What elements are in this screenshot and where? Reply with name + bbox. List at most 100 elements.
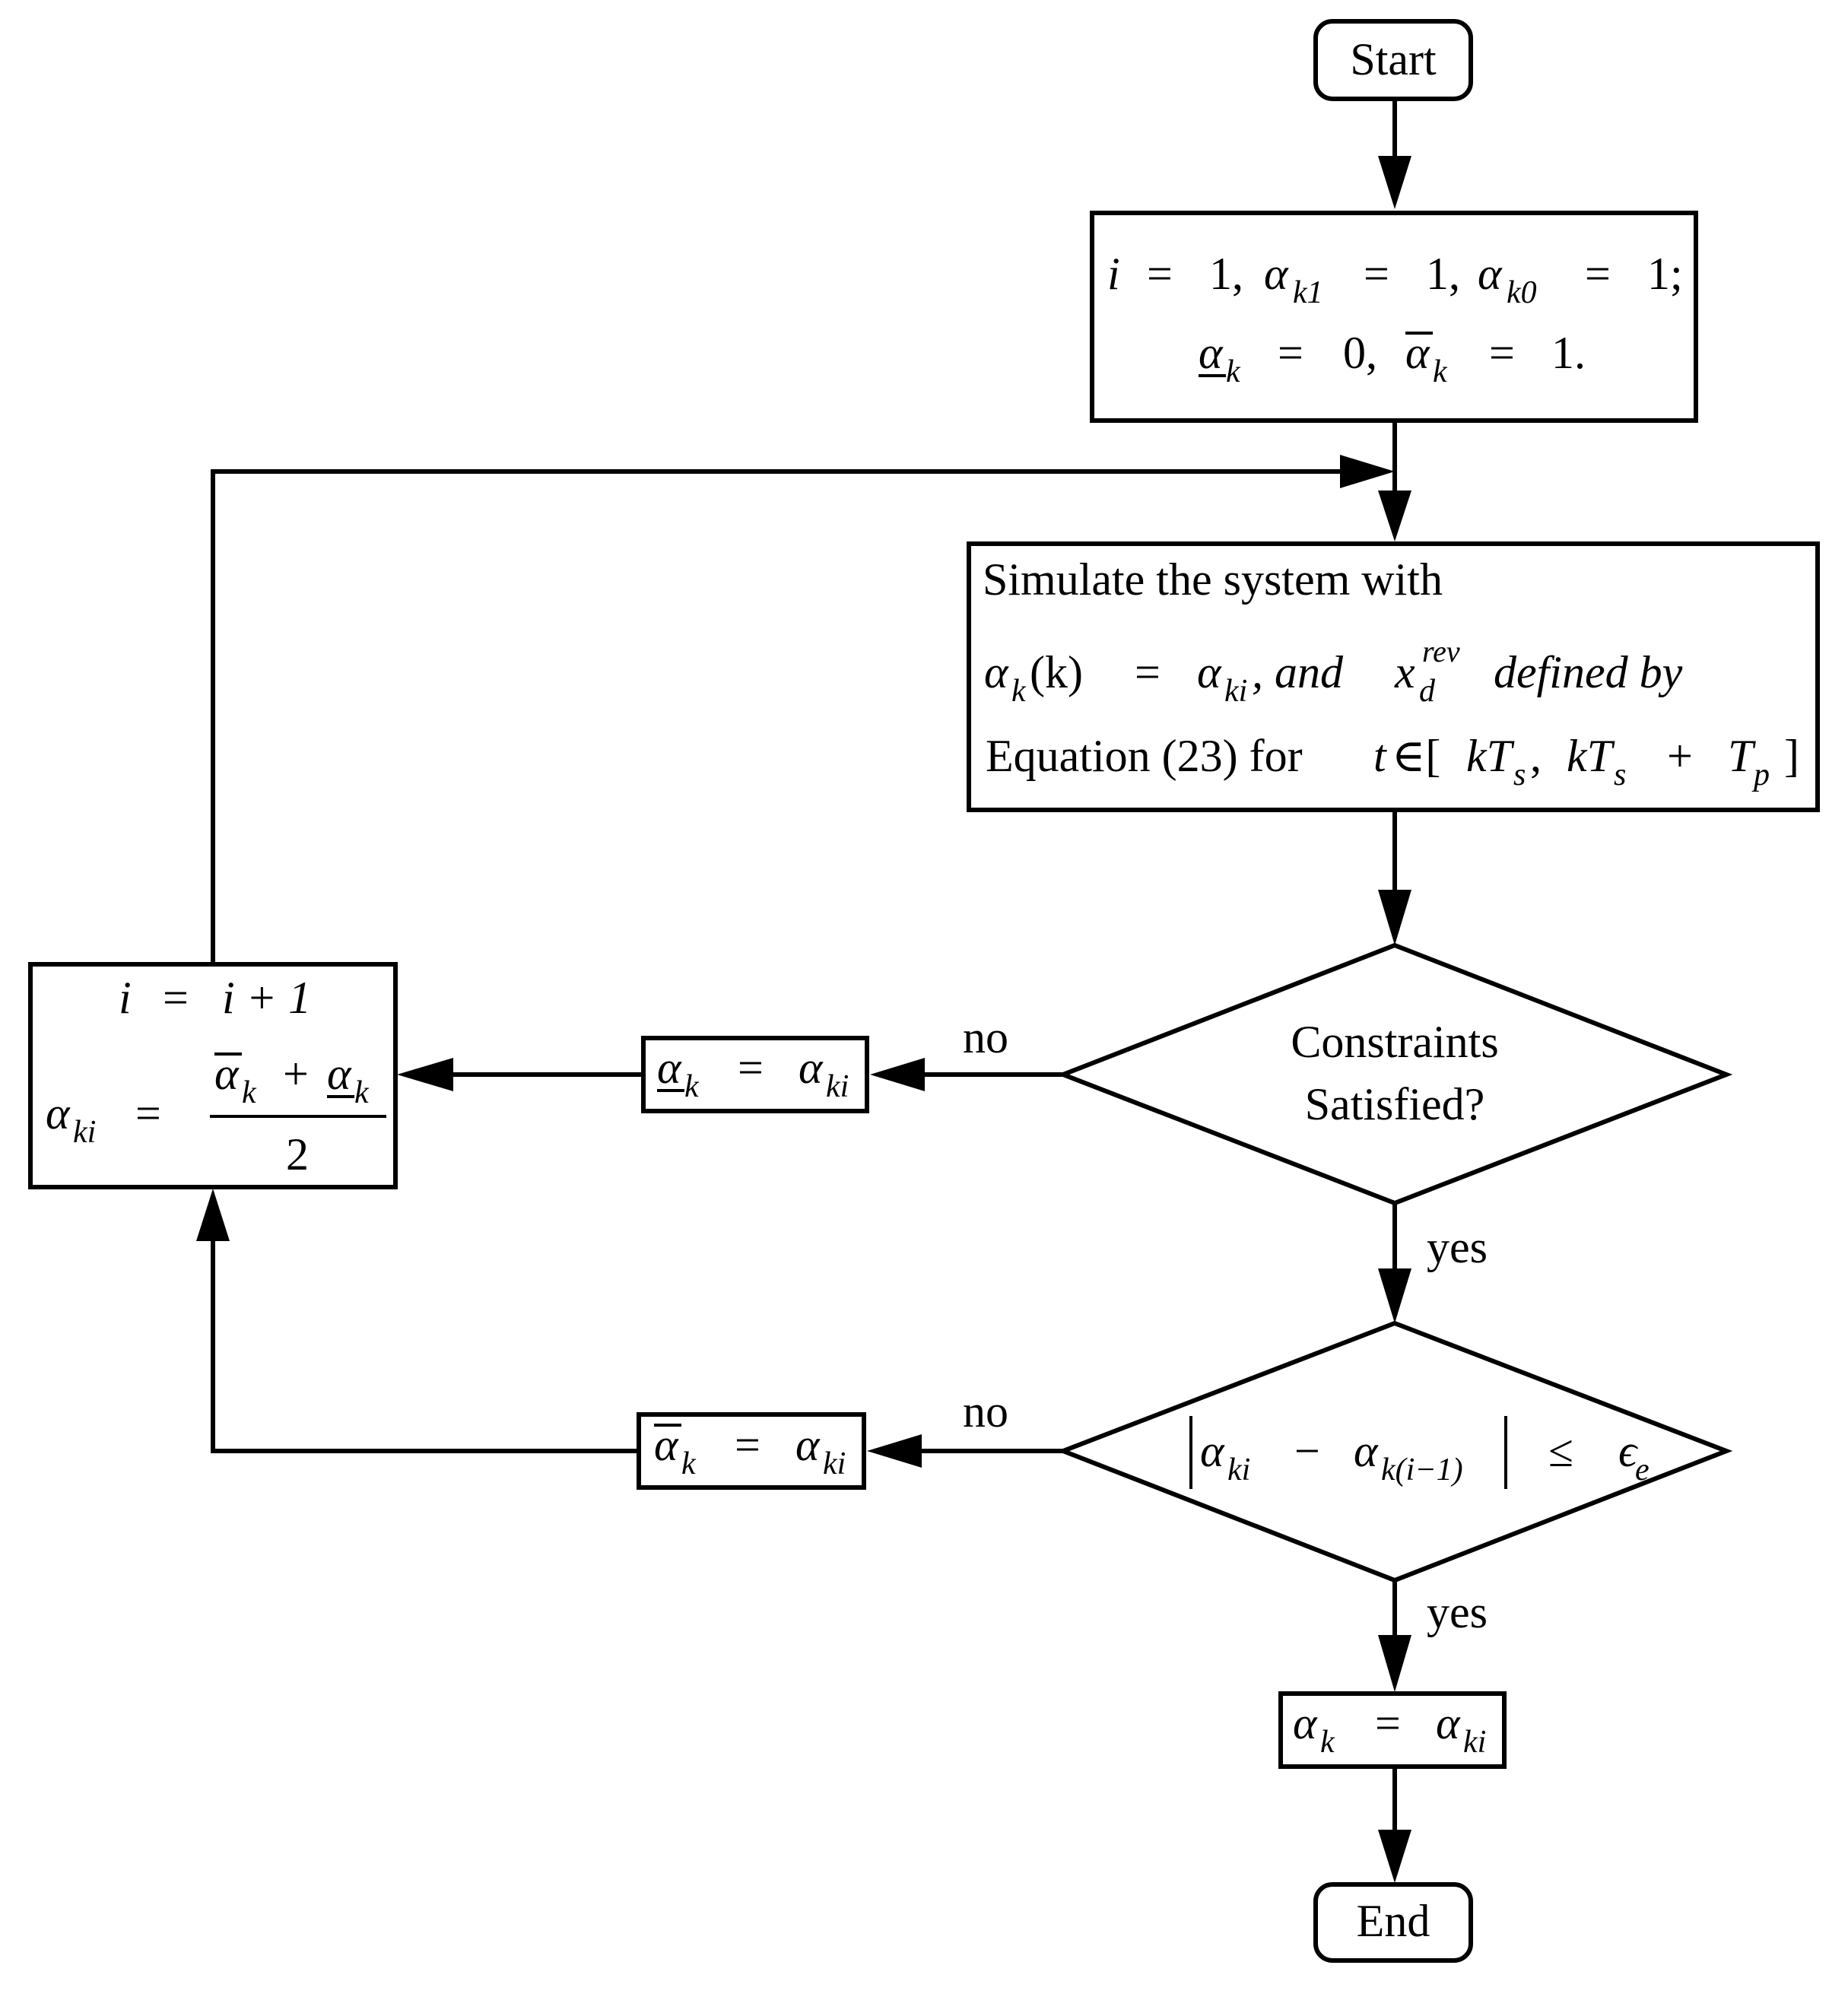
init-sub-k-lower: k — [1226, 354, 1241, 389]
init-alpha2: α — [1478, 249, 1503, 299]
connectors — [196, 99, 1411, 1883]
sim-arg: (k) — [1030, 647, 1083, 697]
init-sub-k-upper: k — [1433, 354, 1448, 389]
init-end: 1; — [1647, 249, 1683, 299]
iterate-line2: α ki = α k + α k 2 — [46, 1049, 386, 1179]
sim-sub-s1: s — [1513, 757, 1526, 792]
init-i: i — [1107, 249, 1120, 299]
d2-sub-e: e — [1635, 1453, 1650, 1487]
sim-alpha2: α — [1197, 647, 1222, 697]
decision-convergence: α ki − α k(i−1) ≤ ϵ e — [1056, 1320, 1733, 1583]
end-label: End — [1357, 1896, 1430, 1946]
simulate-line1: Simulate the system with — [983, 554, 1443, 605]
it-sub-ki: ki — [73, 1115, 96, 1150]
sim-alpha: α — [984, 647, 1009, 697]
init-line1: i = 1, α k1 = 1, α k0 = 1; — [1107, 249, 1683, 310]
sim-comma: , — [1530, 731, 1542, 781]
lb-alpha: α — [657, 1043, 682, 1093]
arrowhead-decision2-no — [867, 1434, 922, 1468]
result-box: α k = α ki — [1278, 1691, 1507, 1769]
d2-alpha-prev: α — [1354, 1426, 1379, 1476]
arrowhead-lower-bound-to-iterate — [397, 1058, 453, 1091]
iterate-line1: i = i + 1 — [119, 973, 311, 1023]
it-alpha-upper: α — [214, 1049, 240, 1099]
sim-equation: Equation (23) for — [986, 731, 1303, 781]
it-two: 2 — [286, 1129, 309, 1179]
arrowhead-decision1-no — [870, 1058, 925, 1091]
init-eq3: = — [1585, 249, 1611, 299]
arrowhead-result-to-end — [1378, 1830, 1411, 1883]
it-alpha-lower: α — [327, 1049, 352, 1099]
sim-sub-s2: s — [1614, 757, 1626, 792]
sim-in: ∈[ — [1392, 731, 1440, 781]
d2-leq: ≤ — [1548, 1426, 1573, 1476]
sim-x: x — [1394, 647, 1415, 697]
sim-defined: defined by — [1494, 647, 1683, 697]
d2-sub-ki: ki — [1227, 1453, 1250, 1487]
arrowhead-init-to-simulate — [1378, 491, 1411, 541]
init-box: i = 1, α k1 = 1, α k0 = 1; α k = 0, α k … — [1090, 211, 1698, 423]
res-eq: = — [1375, 1698, 1401, 1748]
d2-minus: − — [1294, 1426, 1320, 1476]
arrowhead-decision2-yes — [1378, 1635, 1411, 1692]
arrowhead-simulate-to-decision1 — [1378, 890, 1411, 945]
arrowhead-loop-back — [1340, 455, 1395, 488]
it-eq1: = — [163, 973, 189, 1023]
arrowhead-decision1-yes — [1378, 1268, 1411, 1323]
res-alpha-ki: α — [1436, 1698, 1461, 1748]
lb-sub-ki: ki — [826, 1069, 849, 1104]
ub-sub-ki: ki — [823, 1446, 846, 1481]
ub-eq: = — [735, 1420, 760, 1470]
d2-sub-k-i1: k(i−1) — [1381, 1453, 1463, 1487]
sim-kT2: kT — [1567, 731, 1615, 781]
init-alpha-upper: α — [1405, 328, 1430, 378]
arrowhead-upper-bound-to-iterate — [196, 1189, 230, 1241]
d2-eps: ϵ — [1618, 1426, 1639, 1476]
sim-T: T — [1728, 731, 1756, 781]
decision2-yes-label: yes — [1427, 1587, 1488, 1637]
sim-eq: = — [1135, 647, 1161, 697]
ub-alpha-ki: α — [795, 1420, 821, 1470]
decision2-no-label: no — [963, 1386, 1008, 1437]
sim-sub-d: d — [1419, 674, 1436, 709]
it-sub-k-upper: k — [242, 1075, 257, 1110]
sim-sub-p: p — [1751, 757, 1770, 792]
res-alpha: α — [1293, 1698, 1318, 1748]
init-eq5: = — [1489, 328, 1515, 378]
sim-sub-k: k — [1011, 674, 1027, 709]
sim-t: t — [1373, 731, 1387, 781]
init-one3: 1. — [1551, 328, 1586, 378]
init-alpha-lower: α — [1199, 328, 1224, 378]
decision1-no-label: no — [963, 1012, 1008, 1062]
init-line2: α k = 0, α k = 1. — [1199, 328, 1586, 389]
simulate-box: Simulate the system with α k (k) = α ki … — [967, 541, 1820, 812]
lb-eq: = — [738, 1043, 764, 1093]
init-eq2: = — [1364, 249, 1389, 299]
init-alpha1: α — [1264, 249, 1289, 299]
simulate-line2: α k (k) = α ki , and x rev d defined by — [984, 634, 1683, 709]
ub-alpha: α — [654, 1420, 679, 1470]
init-sub-k0: k0 — [1507, 275, 1537, 310]
sim-sub-ki: ki — [1224, 674, 1247, 709]
arrowhead-start-to-init — [1378, 156, 1411, 209]
start-label: Start — [1350, 34, 1437, 84]
it-eq2: = — [135, 1088, 161, 1138]
start-terminal: Start — [1313, 19, 1473, 101]
simulate-line3: Equation (23) for t ∈[ kT s , kT s + T p… — [986, 731, 1799, 792]
init-sub-k1: k1 — [1293, 275, 1323, 310]
init-eq1: = — [1147, 249, 1173, 299]
it-i: i — [119, 973, 132, 1023]
res-sub-k: k — [1320, 1725, 1335, 1760]
lb-sub-k: k — [684, 1069, 700, 1104]
sim-sup-rev: rev — [1422, 634, 1460, 668]
iterate-box: i = i + 1 α ki = α k + α k 2 — [28, 962, 398, 1189]
lb-alpha-ki: α — [799, 1043, 824, 1093]
loop-back-line — [211, 469, 1354, 964]
lower-bound-update-box: α k = α ki — [641, 1036, 869, 1113]
d2-alpha-ki: α — [1200, 1426, 1225, 1476]
arrow-upper-bound-to-iterate-line — [211, 1232, 639, 1453]
ub-sub-k: k — [681, 1446, 697, 1481]
decision1-line2: Satisfied? — [1305, 1079, 1485, 1129]
decision1-yes-label: yes — [1427, 1222, 1488, 1272]
